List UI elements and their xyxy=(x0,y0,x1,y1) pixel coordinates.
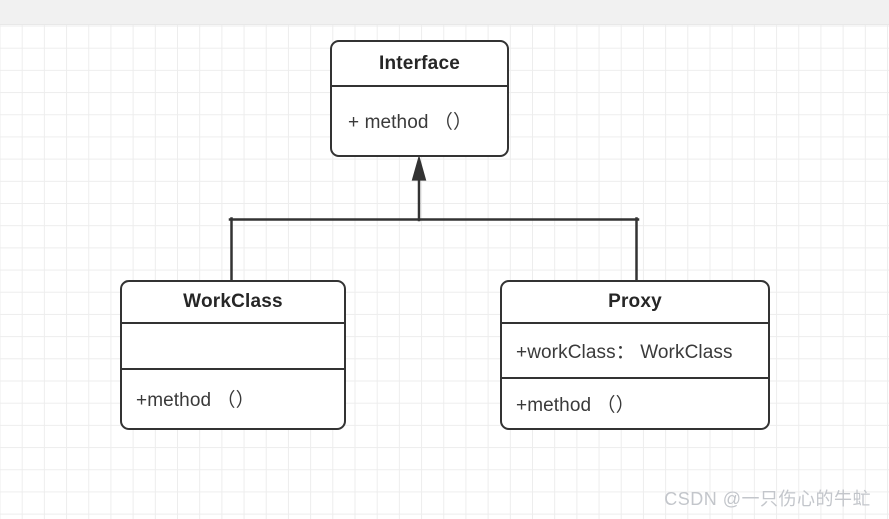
uml-operations-interface: + method （） xyxy=(332,85,507,154)
inheritance-arrowhead-icon xyxy=(411,154,427,181)
uml-attributes-workclass xyxy=(122,322,344,368)
uml-class-proxy[interactable]: Proxy +workClass： WorkClass +method （） xyxy=(500,280,770,430)
csdn-watermark: CSDN @一只伤心的牛虻 xyxy=(664,489,871,509)
uml-operations-workclass: +method （） xyxy=(122,368,344,427)
uml-class-interface[interactable]: Interface + method （） xyxy=(330,40,509,157)
uml-class-workclass[interactable]: WorkClass +method （） xyxy=(120,280,346,430)
uml-class-name-proxy: Proxy xyxy=(608,291,662,312)
canvas-top-band xyxy=(0,0,889,25)
uml-class-name-workclass: WorkClass xyxy=(183,291,283,312)
uml-operations-proxy: +method （） xyxy=(502,377,768,427)
uml-class-name-interface: Interface xyxy=(378,52,460,74)
uml-attributes-proxy: +workClass： WorkClass xyxy=(502,322,768,377)
